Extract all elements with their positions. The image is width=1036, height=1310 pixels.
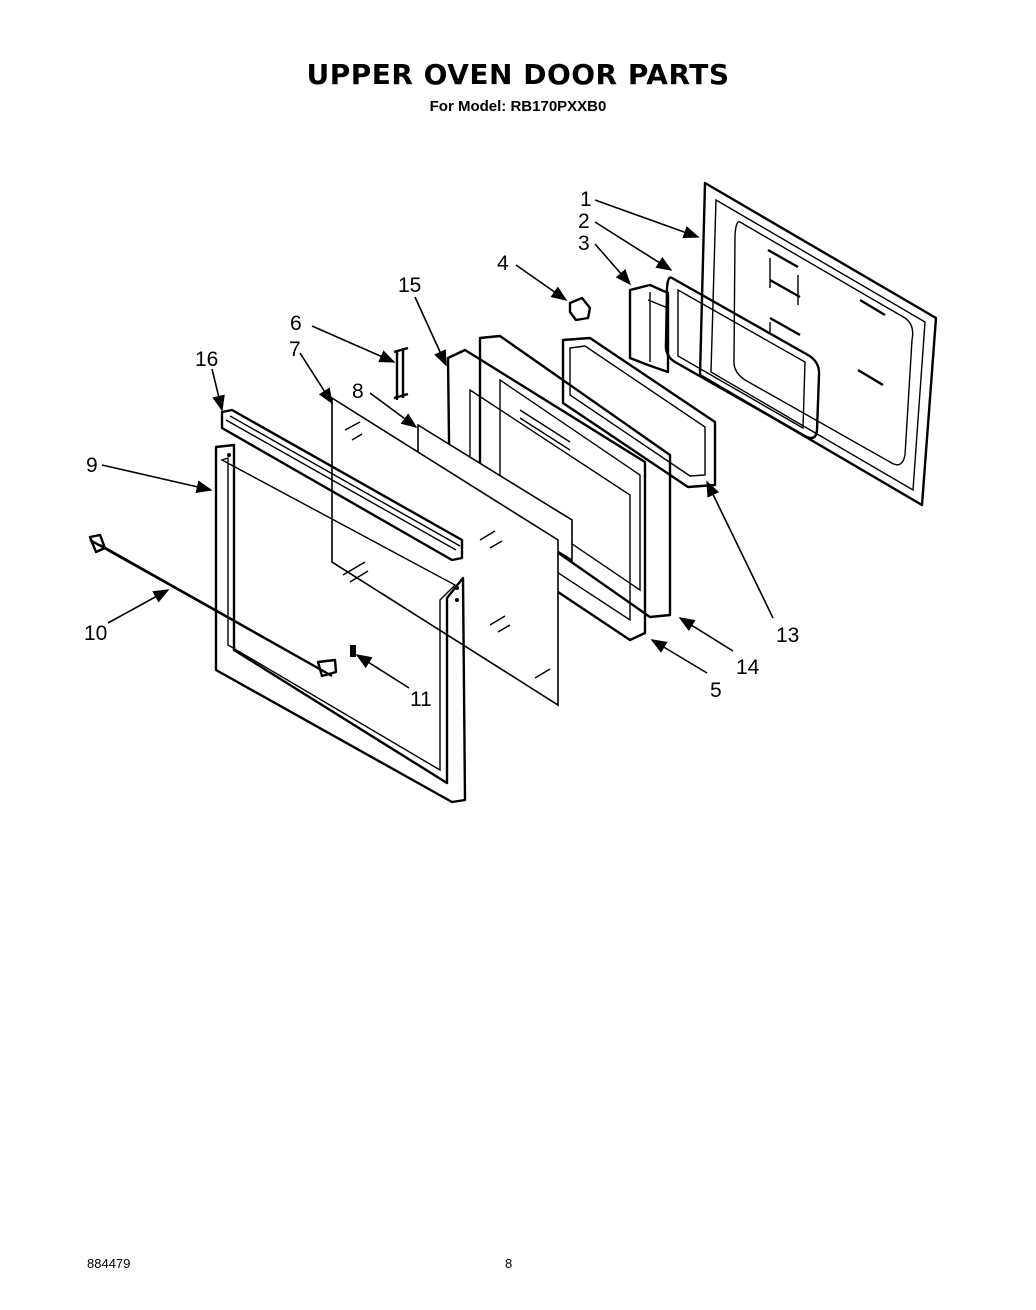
callout-3: 3 xyxy=(578,232,590,255)
clip-part xyxy=(568,296,592,322)
door-gasket xyxy=(664,276,821,440)
outer-glass-panel xyxy=(331,396,559,707)
callout-15: 15 xyxy=(398,274,421,297)
callout-14: 14 xyxy=(736,656,760,679)
callout-2: 2 xyxy=(578,210,590,233)
spacer-part xyxy=(350,645,356,657)
callout-9: 9 xyxy=(86,454,98,477)
top-trim-strip xyxy=(220,408,464,562)
callout-6: 6 xyxy=(290,312,302,335)
callout-10: 10 xyxy=(84,622,107,645)
callout-5: 5 xyxy=(710,679,722,702)
callout-8: 8 xyxy=(352,380,364,403)
document-number: 884479 xyxy=(87,1256,131,1271)
glass-retainer-bracket xyxy=(393,346,409,400)
callout-leaders xyxy=(101,199,774,689)
callout-4: 4 xyxy=(497,252,509,275)
callout-11: 11 xyxy=(410,688,432,711)
callout-13: 13 xyxy=(776,624,799,647)
page-title: UPPER OVEN DOOR PARTS xyxy=(306,58,730,91)
hinge-bracket xyxy=(628,283,670,374)
callout-1: 1 xyxy=(580,188,592,211)
door-handle xyxy=(88,533,338,678)
callout-7: 7 xyxy=(289,338,301,361)
model-subtitle: For Model: RB170PXXB0 xyxy=(429,98,607,115)
callout-labels: 1 2 3 4 15 6 7 16 8 9 10 11 5 14 13 xyxy=(84,188,799,711)
page-number: 8 xyxy=(505,1256,513,1271)
outer-door-frame xyxy=(214,443,467,804)
callout-16: 16 xyxy=(195,348,218,371)
inner-door-panel xyxy=(698,181,938,507)
